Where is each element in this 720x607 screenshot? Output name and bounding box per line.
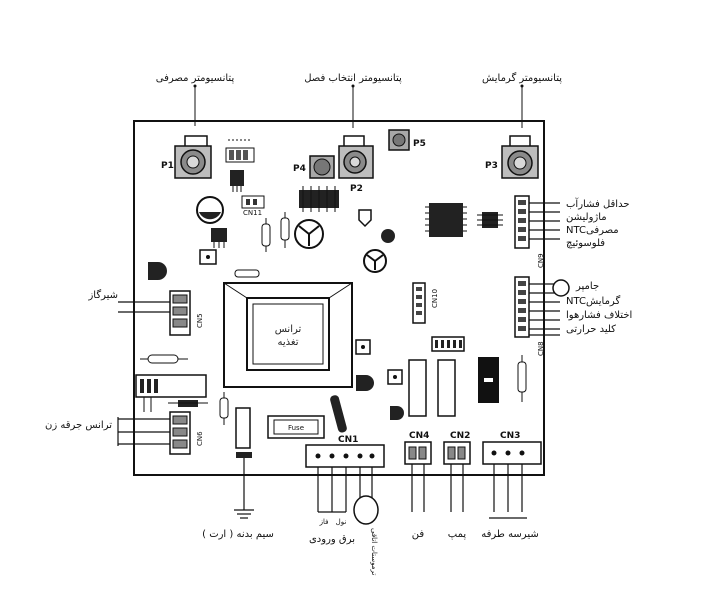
microcontroller-chip (425, 203, 467, 237)
jumper-loop (552, 279, 570, 297)
resistor-vertical-1 (261, 218, 271, 252)
label-air-pressure-diff: اختلاف فشارهوا (566, 310, 632, 321)
connector-cn4 (404, 441, 432, 465)
connector-cn2 (443, 441, 471, 465)
label-phase: فاز (319, 518, 329, 526)
ic-chip-top (299, 186, 339, 212)
cn1-label: CN1 (338, 435, 358, 445)
cn11-label: CN11 (243, 209, 262, 217)
power-transformer (223, 282, 353, 388)
ic-chip-middle (431, 336, 465, 352)
three-way-valve-wires (489, 464, 527, 519)
cn10-label: CN10 (431, 289, 439, 308)
resistor-horizontal (234, 269, 260, 278)
label-pump: پمپ (448, 529, 467, 540)
fuse-holder (267, 415, 325, 439)
resistor-vertical-left (219, 392, 229, 425)
p4-label: P4 (293, 164, 306, 174)
potentiometer-p1 (174, 135, 212, 179)
label-flow-switch: فلوسوئیچ (566, 238, 605, 249)
relay-round-2 (363, 249, 387, 273)
connector-cn11 (241, 195, 265, 209)
fuse-label: Fuse (288, 424, 304, 432)
earth-wire (234, 458, 254, 519)
label-ignition-transformer: ترانس جرقه زن (45, 420, 112, 431)
varistor (330, 395, 347, 433)
p3-label: P3 (485, 161, 498, 171)
wires-right-bottom (529, 301, 560, 336)
label-jumper: جامپر (575, 281, 599, 292)
wires-right-top (529, 202, 560, 240)
label-gas-valve: شیرگاز (87, 289, 118, 301)
p2-pot-label: پتانسیومتر انتخاب فصل (304, 73, 402, 84)
label-fan: فن (412, 529, 425, 540)
component-dot (381, 229, 395, 243)
transistor-left (211, 228, 227, 248)
relay-left (135, 374, 207, 412)
connector-cn6 (169, 411, 191, 455)
label-mains: برق ورودی (309, 534, 355, 545)
resistor-left (140, 354, 188, 364)
connector-cn1 (305, 444, 385, 468)
capacitor-box (235, 407, 251, 449)
component-d-left (148, 262, 167, 280)
thermostat-loop (353, 467, 379, 525)
label-room-thermostat: ترموستات اتاقی (370, 528, 378, 575)
resistor-vertical-2 (280, 212, 290, 248)
cn2-label: CN2 (450, 431, 470, 441)
earth-tab (236, 452, 252, 458)
potentiometer-p5 (388, 129, 410, 151)
component-d-mid-1 (356, 375, 374, 391)
connector-cn9 (514, 195, 530, 249)
pcb-board-outline (133, 120, 545, 476)
component-regulator (358, 209, 372, 228)
cn4-label: CN4 (409, 431, 429, 441)
capacitor-large (196, 196, 224, 224)
fan-wires (411, 464, 425, 512)
mains-wires (317, 467, 347, 513)
connector-cn8 (514, 276, 530, 338)
potentiometer-p4 (309, 155, 335, 179)
cn8-label: CN8 (537, 341, 545, 356)
connector-cn10 (412, 282, 426, 324)
connector-cn5 (169, 290, 191, 336)
transformer-label-line1: ترانس (275, 324, 302, 335)
potentiometer-p3 (501, 135, 539, 179)
pump-wires (450, 464, 464, 512)
label-three-way-valve: شیرسه طرفه (481, 529, 538, 540)
relay-tall-1 (408, 359, 427, 417)
relay-round-1 (294, 219, 324, 249)
label-min-water-pressure: حداقل فشارآب (566, 197, 630, 210)
transistor-right (477, 212, 503, 228)
relay-tall-2 (437, 359, 456, 417)
p1-pot-label: پتانسیومتر مصرفی (156, 73, 235, 84)
p1-label: P1 (161, 161, 174, 171)
label-neutral: نول (336, 518, 347, 526)
potentiometer-p2 (338, 135, 374, 179)
resistor-vertical-right (517, 355, 527, 402)
resistor-array (225, 139, 255, 163)
component-d-mid-2 (390, 406, 404, 420)
label-thermal-switch: کلید حرارتی (566, 324, 616, 335)
label-ntc-heating: NTCگرمایش (566, 295, 620, 307)
p5-label: P5 (413, 139, 426, 149)
p3-pot-label: پتانسیومتر گرمایش (482, 72, 562, 84)
transformer-label-line2: تغذیه (277, 337, 298, 348)
p2-label: P2 (350, 184, 363, 194)
cn9-label: CN9 (537, 253, 545, 268)
transistor-top (230, 170, 244, 192)
cn5-label: CN5 (196, 313, 204, 328)
label-earth: سیم بدنه ( ارت ) (202, 529, 274, 540)
label-ntc-dhw: NTCمصرفی (566, 225, 619, 236)
label-modulation: ماژولیشن (566, 212, 607, 223)
connector-cn3 (482, 441, 542, 465)
cn6-label: CN6 (196, 431, 204, 446)
cn3-label: CN3 (500, 431, 520, 441)
